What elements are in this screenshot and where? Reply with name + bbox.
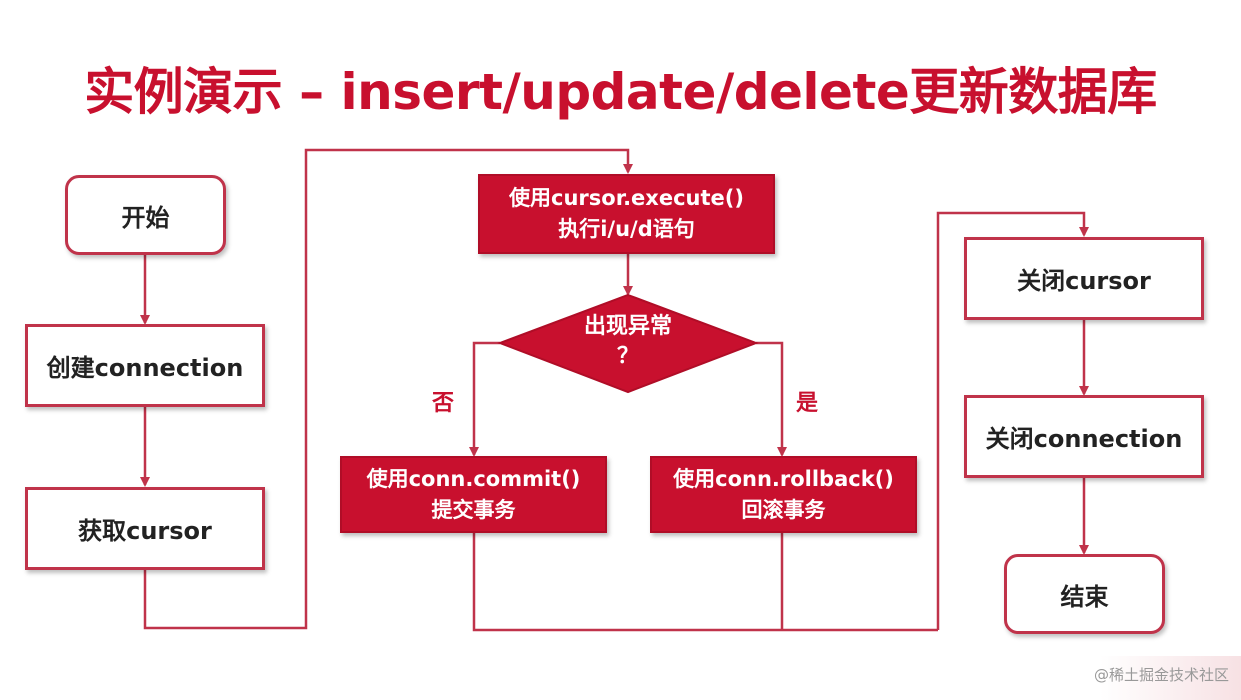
execute-label-line1: 使用cursor.execute()	[509, 186, 744, 210]
end-label: 结束	[1060, 582, 1109, 611]
arrow-decision-yes	[756, 341, 787, 457]
close-cursor-label: 关闭cursor	[1017, 267, 1151, 295]
close-connection-node: 关闭connection	[964, 395, 1204, 478]
watermark-band	[1100, 656, 1241, 700]
start-label: 开始	[121, 203, 170, 232]
get-cursor-label: 获取cursor	[78, 517, 212, 545]
execute-label-line2: 执行i/u/d语句	[558, 217, 695, 241]
arrow-merge-to-close-cursor	[936, 211, 1089, 630]
close-connection-label: 关闭connection	[985, 425, 1183, 453]
decision-label: 出现异常 ？	[548, 312, 708, 372]
commit-label-line2: 提交事务	[431, 497, 516, 522]
create-connection-label: 创建connection	[46, 354, 244, 382]
commit-node: 使用conn.commit() 提交事务	[340, 456, 607, 533]
close-cursor-node: 关闭cursor	[964, 237, 1204, 320]
execute-node: 使用cursor.execute() 执行i/u/d语句	[478, 174, 775, 254]
decision-label-line2: ？	[616, 344, 639, 369]
arrow-decision-no	[469, 341, 500, 457]
arrow-cursor-to-execute	[143, 148, 633, 630]
page-title: 实例演示 – insert/update/delete更新数据库	[84, 63, 1157, 121]
watermark: @稀土掘金技术社区	[1093, 666, 1229, 684]
decision-label-line1: 出现异常	[583, 314, 672, 339]
branch-yes-label: 是	[796, 391, 819, 416]
rollback-label-line1: 使用conn.rollback()	[673, 466, 894, 491]
arrow-commit-merge	[472, 533, 938, 632]
create-connection-node: 创建connection	[25, 324, 265, 407]
start-node: 开始	[65, 175, 226, 255]
rollback-node: 使用conn.rollback() 回滚事务	[650, 456, 917, 533]
decision-diamond	[497, 293, 759, 394]
commit-label-line1: 使用conn.commit()	[366, 466, 581, 491]
branch-no-label: 否	[432, 391, 455, 416]
get-cursor-node: 获取cursor	[25, 487, 265, 570]
rollback-label-line2: 回滚事务	[741, 497, 826, 522]
end-node: 结束	[1004, 554, 1165, 634]
